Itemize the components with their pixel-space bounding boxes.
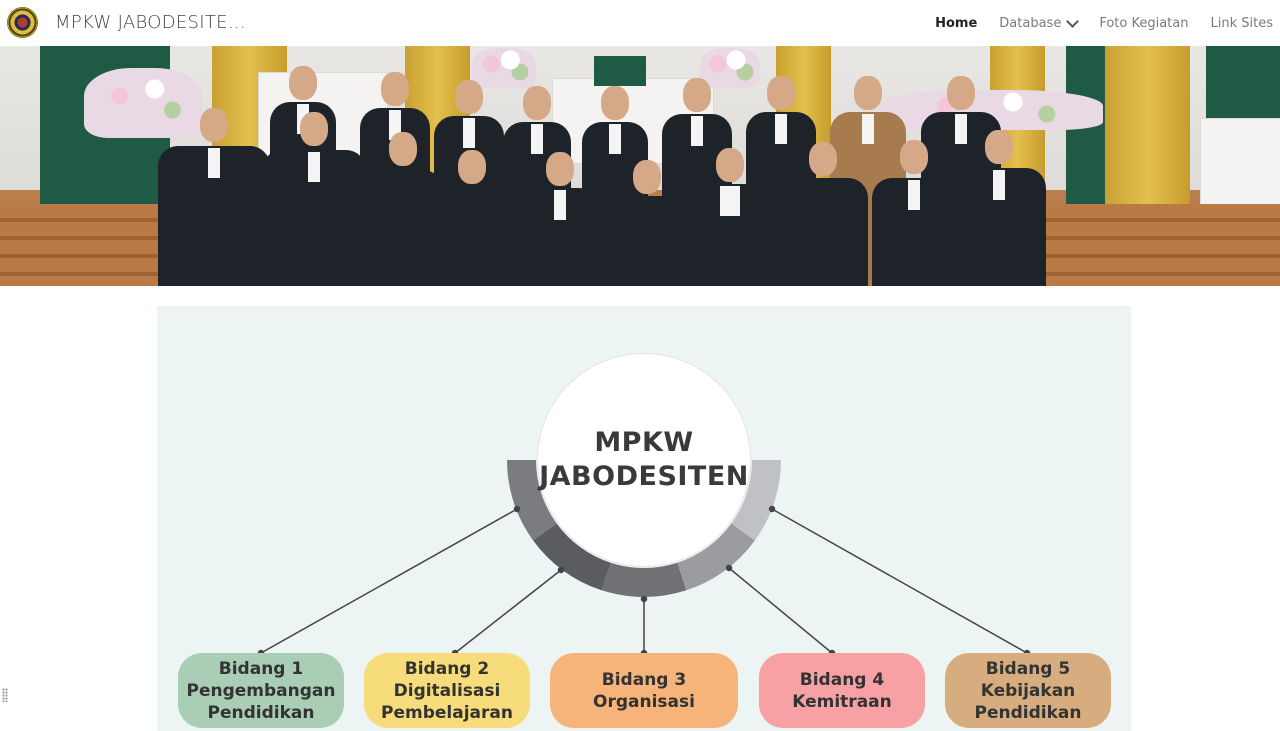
site-title[interactable]: MPKW JABODESITE... (55, 12, 246, 33)
ring-segment-3 (601, 562, 687, 597)
center-title-line-1: MPKW (594, 427, 694, 458)
center-title-circle: MPKW JABODESITEN (538, 354, 750, 566)
ring-segment-2 (533, 523, 611, 591)
org-chart-connectors (257, 460, 1031, 657)
nav-foto-kegiatan[interactable]: Foto Kegiatan (1099, 15, 1189, 31)
seal-logo-icon[interactable] (7, 7, 38, 38)
nav-link-sites[interactable]: Link Sites (1210, 15, 1274, 31)
ring-segment-1 (507, 460, 557, 541)
site-header: MPKW JABODESITE... Home Database Foto Ke… (0, 0, 1280, 46)
top-nav: Home Database Foto Kegiatan Link Sites (913, 0, 1273, 46)
hero-group-photo (0, 46, 1280, 286)
nav-home[interactable]: Home (935, 15, 978, 31)
center-title-line-2: JABODESITEN (539, 461, 749, 492)
chevron-down-icon (1066, 14, 1080, 28)
drag-handle-icon[interactable] (2, 688, 8, 702)
nav-database[interactable]: Database (999, 14, 1080, 31)
ring-segment-4 (677, 523, 755, 591)
center-ring (507, 460, 781, 597)
ring-segment-5 (731, 460, 781, 541)
